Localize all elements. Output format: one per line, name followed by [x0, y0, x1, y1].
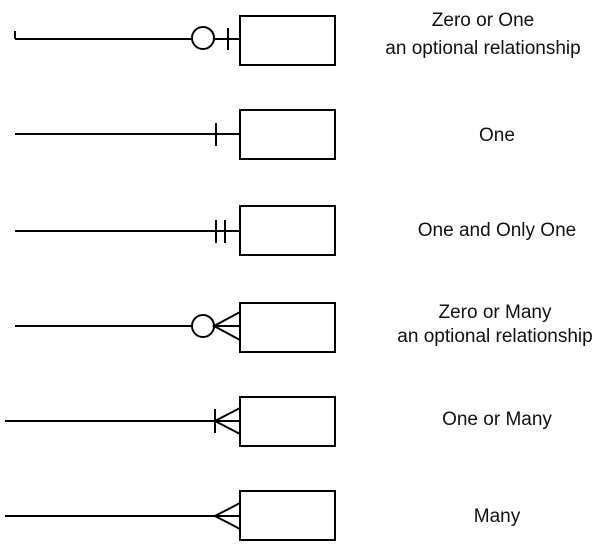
entity-box	[239, 205, 336, 256]
zero-or-many-label: Zero or Many	[439, 302, 552, 323]
entity-box	[239, 15, 336, 66]
zero-or-many-row: Zero or Many an optional relationship	[15, 302, 593, 353]
many-row: Many	[5, 490, 521, 541]
zero-or-one-row: Zero or One an optional relationship	[14, 10, 581, 66]
crows-foot-icon	[212, 407, 241, 435]
one-and-only-one-label: One and Only One	[418, 220, 576, 241]
one-label: One	[479, 125, 515, 146]
entity-box	[239, 109, 336, 160]
one-or-many-row: One or Many	[5, 396, 552, 447]
one-or-many-label: One or Many	[442, 409, 552, 430]
one-and-only-one-row: One and Only One	[15, 205, 576, 256]
entity-box	[239, 396, 336, 447]
zero-circle-icon	[191, 314, 215, 338]
zero-circle-icon	[191, 26, 215, 50]
one-row: One	[15, 109, 515, 160]
entity-box	[239, 302, 336, 353]
entity-box	[239, 490, 336, 541]
zero-or-many-sublabel: an optional relationship	[397, 326, 592, 347]
zero-or-one-label: Zero or One	[432, 10, 534, 31]
zero-or-one-sublabel: an optional relationship	[385, 38, 580, 59]
crows-foot-icon	[212, 502, 241, 530]
many-label: Many	[474, 506, 521, 527]
